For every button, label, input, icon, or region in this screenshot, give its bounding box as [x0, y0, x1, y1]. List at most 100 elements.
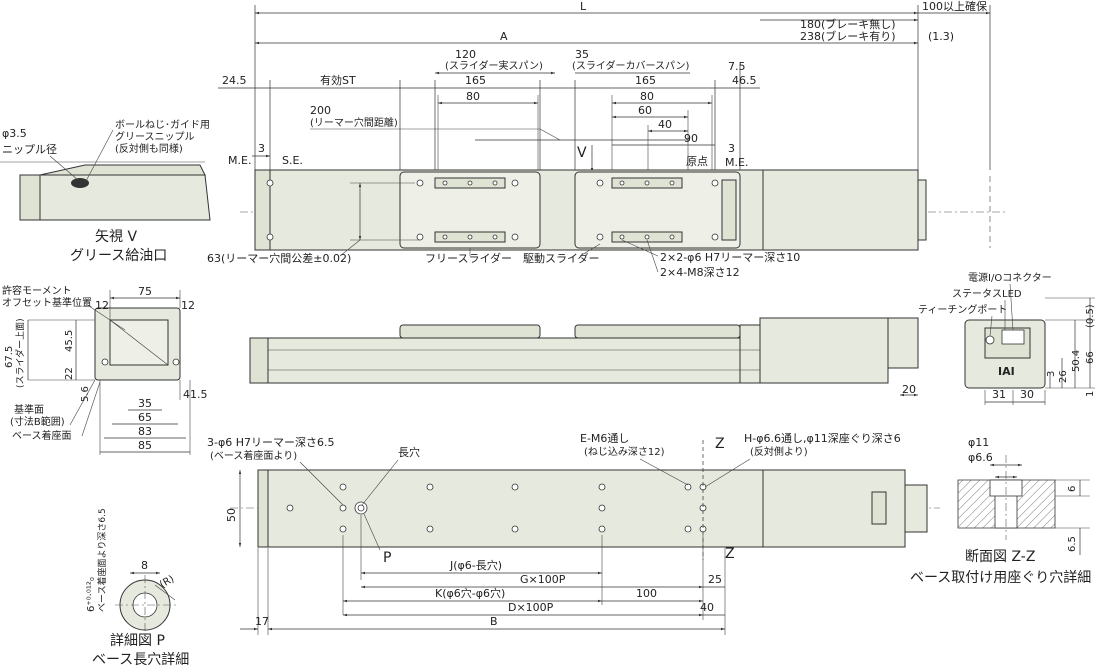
teaching-port-label: ティーチングポート — [918, 303, 1007, 316]
reamer-6-5-label-1: 3-φ6 H7リーマー深さ6.5 — [207, 436, 334, 449]
dim-60: 60 — [638, 104, 652, 117]
dim-67-5: 67.5 — [4, 346, 15, 368]
dim-45-5: 45.5 — [64, 330, 75, 352]
ball-nipple-label-1: ボールねじ･ガイド用 — [115, 119, 210, 131]
dim-200: 200 — [310, 104, 331, 117]
dim-B: B — [490, 615, 498, 628]
dim-6-a: 6 — [1067, 486, 1078, 492]
end-view: 75 12 12 許容モーメント オフセット基準位置 67.5 (スライダー上面… — [2, 284, 208, 455]
motor-housing-top — [762, 169, 919, 251]
long-hole-label: 長穴 — [398, 445, 420, 459]
ball-nipple-label-3: (反対側も同様) — [115, 142, 183, 155]
dim-85: 85 — [138, 439, 152, 452]
dim-80-a: 80 — [466, 90, 480, 103]
dim-24-5: 24.5 — [222, 74, 247, 87]
dim-L: L — [580, 0, 587, 13]
dim-31: 31 — [992, 388, 1006, 401]
power-connector-label: 電源I/Oコネクター — [968, 271, 1052, 284]
e-m6-label-1: E-M6通し — [580, 432, 629, 445]
dim-A: A — [500, 30, 508, 43]
dim-5-6: 5.6 — [80, 386, 91, 402]
status-led-label: ステータスLED — [952, 288, 1022, 300]
dim-66: 66 — [1085, 351, 1096, 364]
phi-3-5-label: φ3.5 — [2, 127, 27, 140]
dim-35-b: 35 — [138, 397, 152, 410]
dim-50-4: 50.4 — [1071, 350, 1082, 372]
moment-label-2: オフセット基準位置 — [2, 296, 92, 309]
dim-80-b: 80 — [640, 90, 654, 103]
dim-G: G×100P — [520, 573, 566, 586]
dim-75: 75 — [138, 285, 152, 298]
ref-face-label-1: 基準面 — [14, 403, 44, 416]
h-phi-label-2: (反対側より) — [750, 445, 808, 458]
dim-83: 83 — [138, 425, 152, 438]
dim-0-5: (0.5) — [1085, 304, 1096, 328]
dim-J: J(φ6-長穴) — [449, 558, 502, 572]
view-v-detail: φ3.5 ニップル径 ボールねじ･ガイド用 グリースニップル (反対側も同様) … — [0, 119, 211, 264]
dim-46-5: 46.5 — [732, 74, 757, 87]
tolerance-label: 6⁺⁰·⁰¹²₀ — [86, 577, 97, 612]
moment-label-1: 許容モーメント — [2, 284, 72, 297]
reamer-10-label: 2×2-φ6 H7リーマー深さ10 — [660, 251, 800, 264]
clearance-label: 100以上確保 — [922, 0, 987, 13]
view-v-title: 矢視 V — [95, 229, 137, 245]
dim-K: K(φ6穴-φ6穴) — [435, 586, 505, 600]
top-view-labels: 63(リーマー穴間公差±0.02) フリースライダー 駆動スライダー 2×2-φ… — [207, 239, 800, 279]
phi-6-6-label: φ6.6 — [968, 451, 993, 464]
dim-1: 1 — [1085, 391, 1096, 397]
dim-100: 100 — [636, 587, 657, 600]
base-long-hole-title: ベース長穴詳細 — [92, 652, 189, 668]
reamer-pitch-label: (リーマー穴間距離) — [310, 116, 398, 129]
dim-25: 25 — [708, 573, 722, 586]
section-z: φ11 φ6.6 6 6.5 断面図 Z-Z ベース取付け用座ぐり穴詳細 — [910, 436, 1091, 586]
base-counterbore-title: ベース取付け用座ぐり穴詳細 — [910, 570, 1091, 586]
top-view — [240, 169, 1005, 251]
dim-165-b: 165 — [635, 74, 656, 87]
dim-65: 65 — [138, 411, 152, 424]
me-left-label: M.E. — [228, 154, 251, 167]
reamer-tolerance-label: 63(リーマー穴間公差±0.02) — [207, 251, 351, 265]
brake-none-label: 180(ブレーキ無し) — [800, 17, 896, 31]
dim-165-a: 165 — [465, 74, 486, 87]
effective-stroke-label: 有効ST — [320, 73, 356, 87]
dim-12-a: 12 — [95, 299, 109, 312]
bottom-view: 50 Z Z 3-φ6 H7リーマー深さ6.5 (ベース着座面より) 長穴 E-… — [207, 431, 940, 635]
dim-35: 35 — [575, 48, 589, 61]
slider-top-label: (スライダー上面) — [14, 318, 26, 388]
ref-face-label-2: (寸法B範囲) — [10, 415, 65, 428]
dim-22: 22 — [64, 367, 75, 380]
dim-D: D×100P — [508, 601, 554, 614]
dim-3-right: 3 — [728, 142, 735, 155]
brake-with-label: 238(ブレーキ有り) — [800, 29, 896, 43]
drive-slider — [574, 171, 741, 249]
dim-3-left: 3 — [258, 142, 265, 155]
drive-slider-label: 駆動スライダー — [523, 251, 600, 265]
dim-40: 40 — [658, 118, 672, 131]
dim-3-c: 3 — [1046, 371, 1057, 377]
slider-span-label: (スライダー実スパン) — [445, 59, 543, 72]
e-m6-label-2: (ねじ込み深さ12) — [584, 446, 665, 458]
me-right-label: M.E. — [725, 156, 748, 169]
view-v-marker: V — [577, 145, 587, 161]
se-label: S.E. — [282, 154, 303, 167]
dim-20: 20 — [902, 383, 916, 396]
reamer-6-5-label-2: (ベース着座面より) — [210, 449, 297, 462]
dim-50: 50 — [225, 508, 238, 522]
base-face-label: ベース着座面 — [12, 429, 72, 442]
cover-span-label: (スライダーカバースパン) — [572, 59, 690, 72]
base-body-bottom — [257, 469, 764, 548]
dim-1-3: (1.3) — [928, 30, 954, 43]
dim-7-5: 7.5 — [728, 60, 746, 73]
section-z-marker-top: Z — [715, 436, 725, 452]
motor-end-view: IAI 電源I/Oコネクター ステータスLED ティーチングポート (0.5) … — [918, 271, 1096, 405]
dim-90: 90 — [684, 132, 698, 145]
m8-label: 2×4-M8深さ12 — [660, 266, 740, 279]
origin-label: 原点 — [686, 155, 708, 168]
dim-40-b: 40 — [700, 601, 714, 614]
dim-26: 26 — [1058, 370, 1069, 383]
phi-11-label: φ11 — [968, 436, 989, 449]
dim-120: 120 — [455, 48, 476, 61]
section-z-title: 断面図 Z-Z — [965, 549, 1035, 565]
detail-p: 8 (R) 6⁺⁰·⁰¹²₀ ベース着座面より深さ6.5 詳細図 P ベース長穴… — [86, 508, 189, 668]
detail-p-title: 詳細図 P — [110, 633, 165, 649]
